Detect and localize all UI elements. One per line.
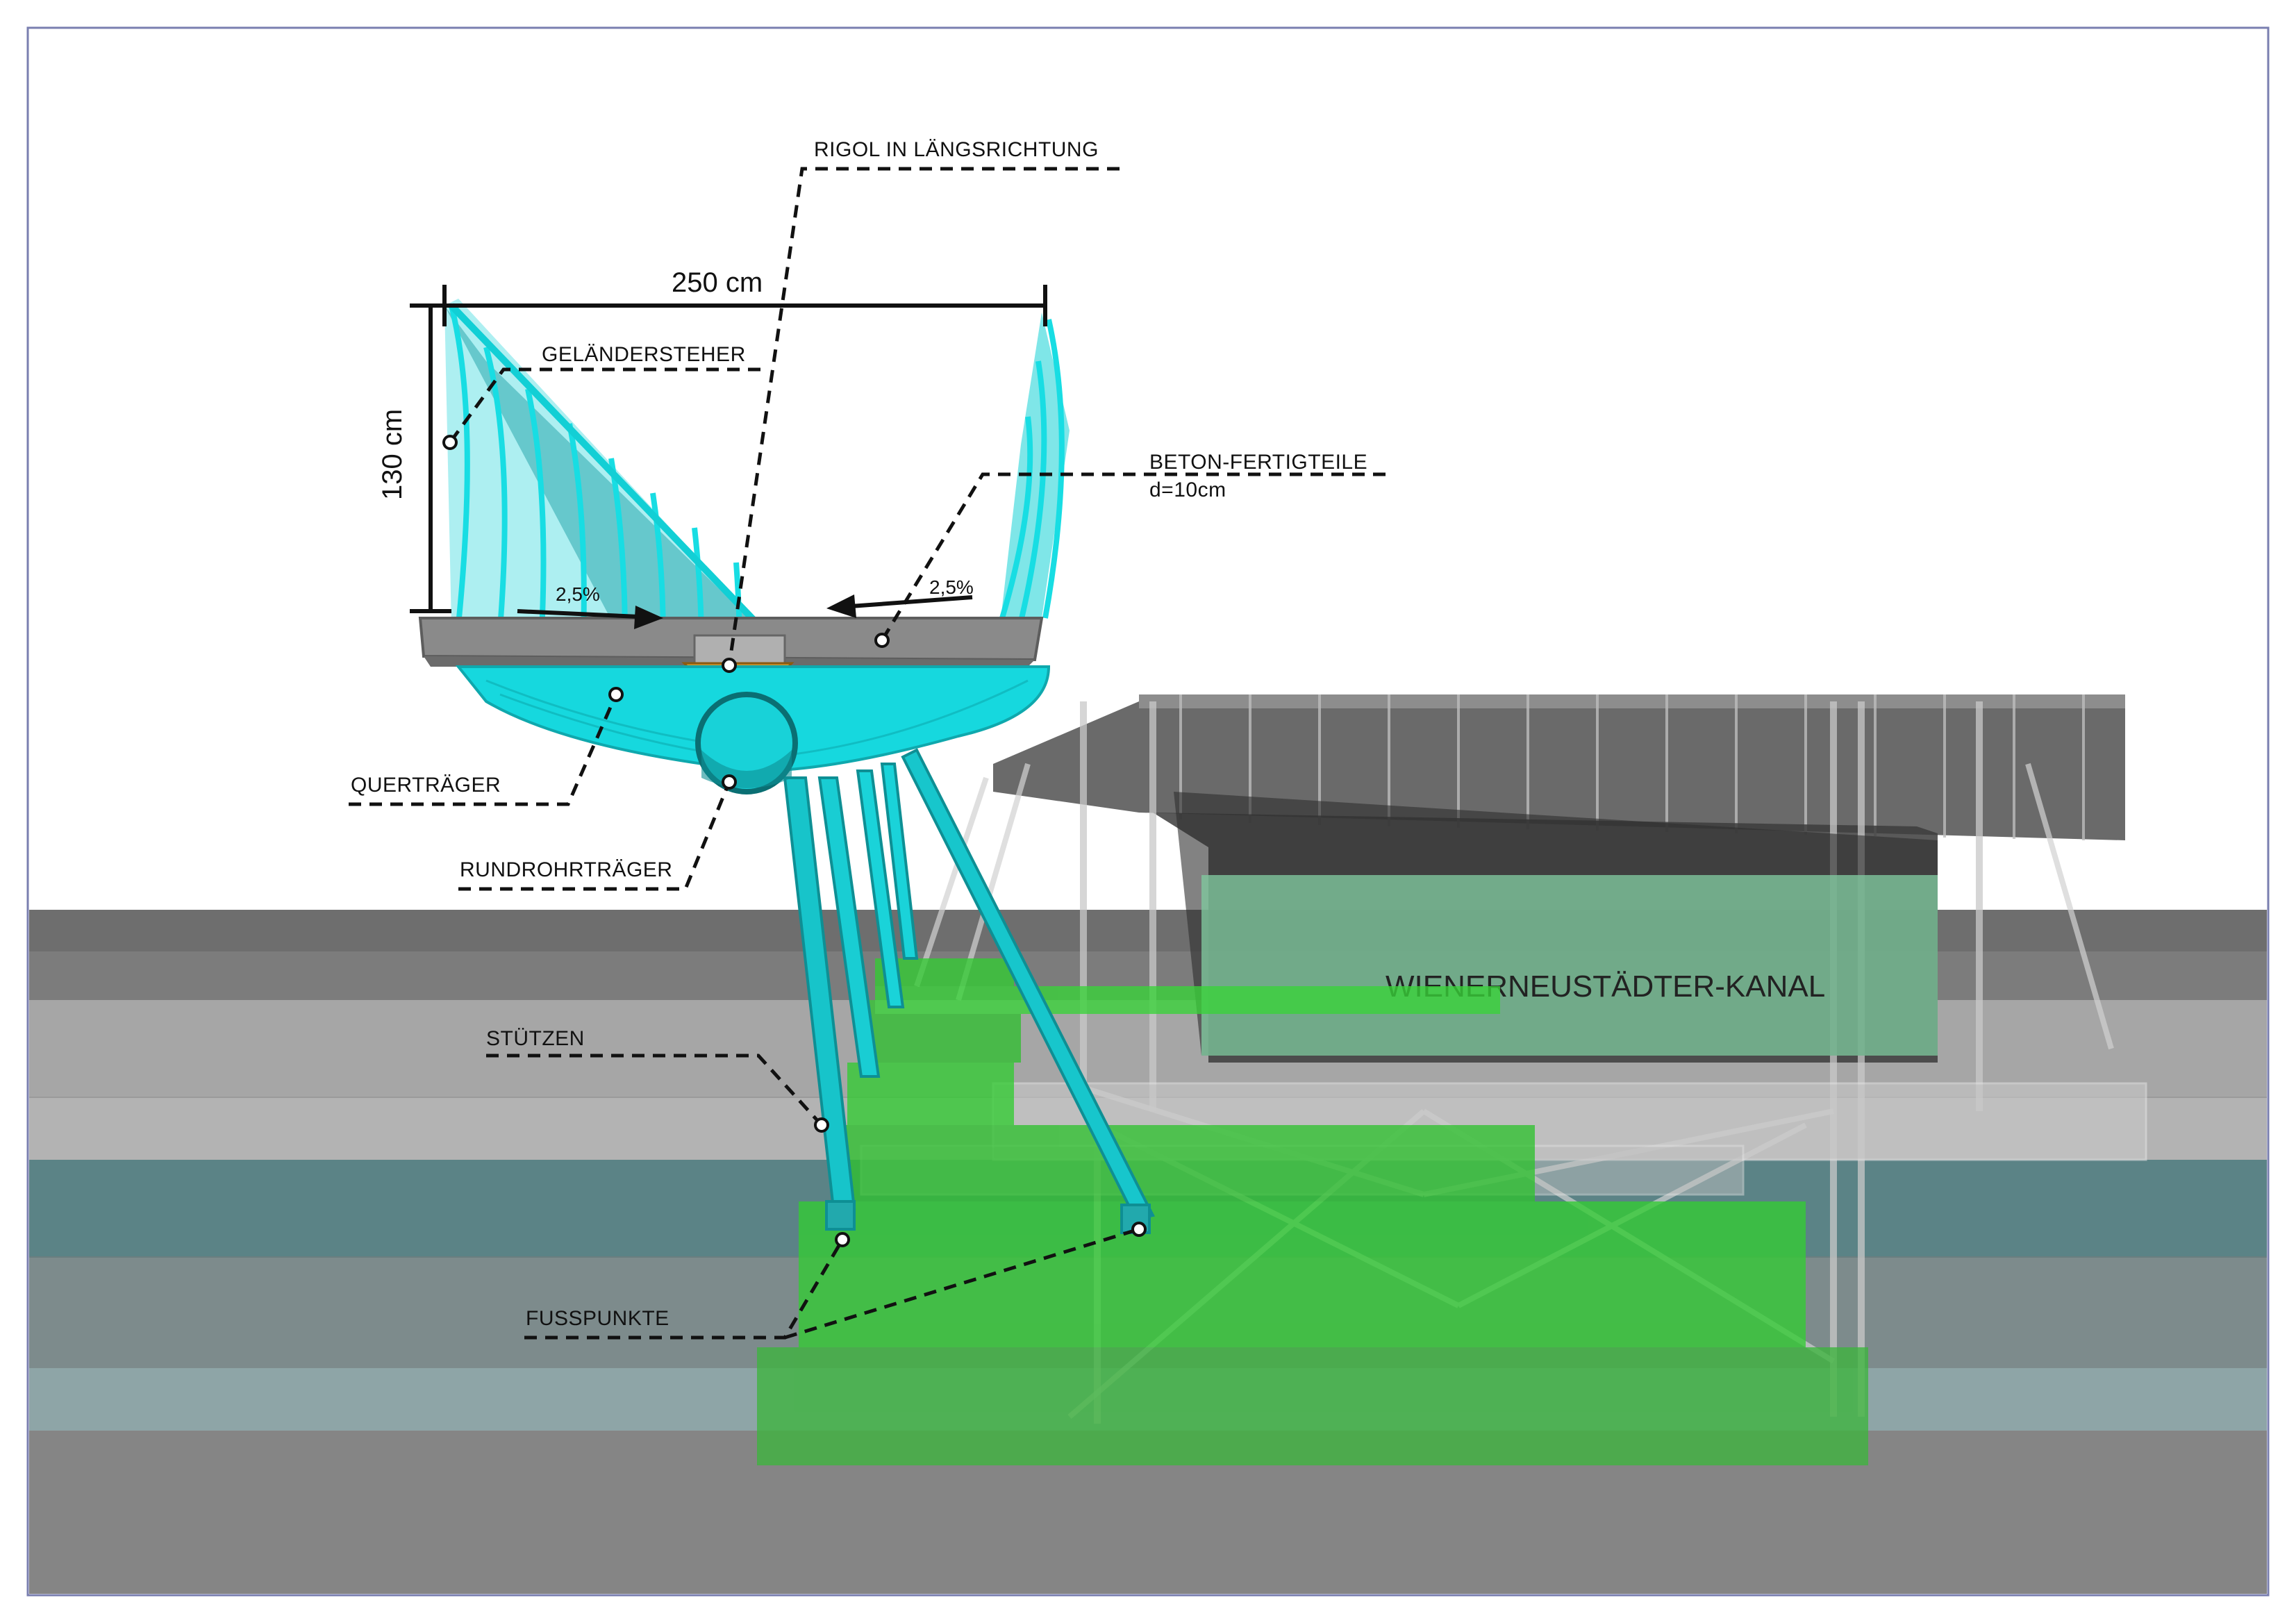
supports bbox=[783, 748, 1155, 1234]
callout-stuetzen: STÜTZEN bbox=[486, 1027, 829, 1133]
label-beton-line1: BETON-FERTIGTEILE bbox=[1149, 451, 1367, 474]
label-rigol: RIGOL IN LÄNGSRICHTUNG bbox=[814, 138, 1099, 161]
slope-right: 2,5% bbox=[826, 576, 974, 618]
callout-rundrohrtraeger: RUNDROHRTRÄGER bbox=[458, 774, 737, 891]
callout-quertraeger: QUERTRÄGER bbox=[349, 687, 624, 806]
foundations bbox=[757, 958, 1868, 1465]
canal-label-box bbox=[1201, 875, 1938, 1056]
label-fusspunkte: FUSSPUNKTE bbox=[526, 1307, 669, 1330]
dimension-width: 250 cm bbox=[442, 267, 1047, 326]
label-stuetzen: STÜTZEN bbox=[486, 1027, 585, 1050]
callout-rigol: RIGOL IN LÄNGSRICHTUNG bbox=[722, 138, 1120, 673]
slope-right-label: 2,5% bbox=[929, 576, 974, 598]
rigol bbox=[693, 634, 786, 665]
label-rundrohrtraeger: RUNDROHRTRÄGER bbox=[460, 858, 672, 881]
label-beton-line2: d=10cm bbox=[1149, 478, 1226, 501]
bridge-cross-section bbox=[418, 299, 1070, 794]
label-gelaendersteher: GELÄNDERSTEHER bbox=[542, 343, 746, 366]
dimension-height-label: 130 cm bbox=[377, 409, 408, 500]
callout-fusspunkte: FUSSPUNKTE bbox=[524, 1222, 1147, 1340]
dimension-width-label: 250 cm bbox=[672, 267, 763, 298]
slope-left-label: 2,5% bbox=[556, 583, 600, 605]
callout-gelaendersteher: GELÄNDERSTEHER bbox=[442, 343, 760, 450]
label-quertraeger: QUERTRÄGER bbox=[351, 774, 501, 797]
slope-left: 2,5% bbox=[517, 583, 663, 629]
callout-beton: BETON-FERTIGTEILE d=10cm bbox=[874, 451, 1386, 648]
dimension-height: 130 cm bbox=[377, 303, 451, 613]
